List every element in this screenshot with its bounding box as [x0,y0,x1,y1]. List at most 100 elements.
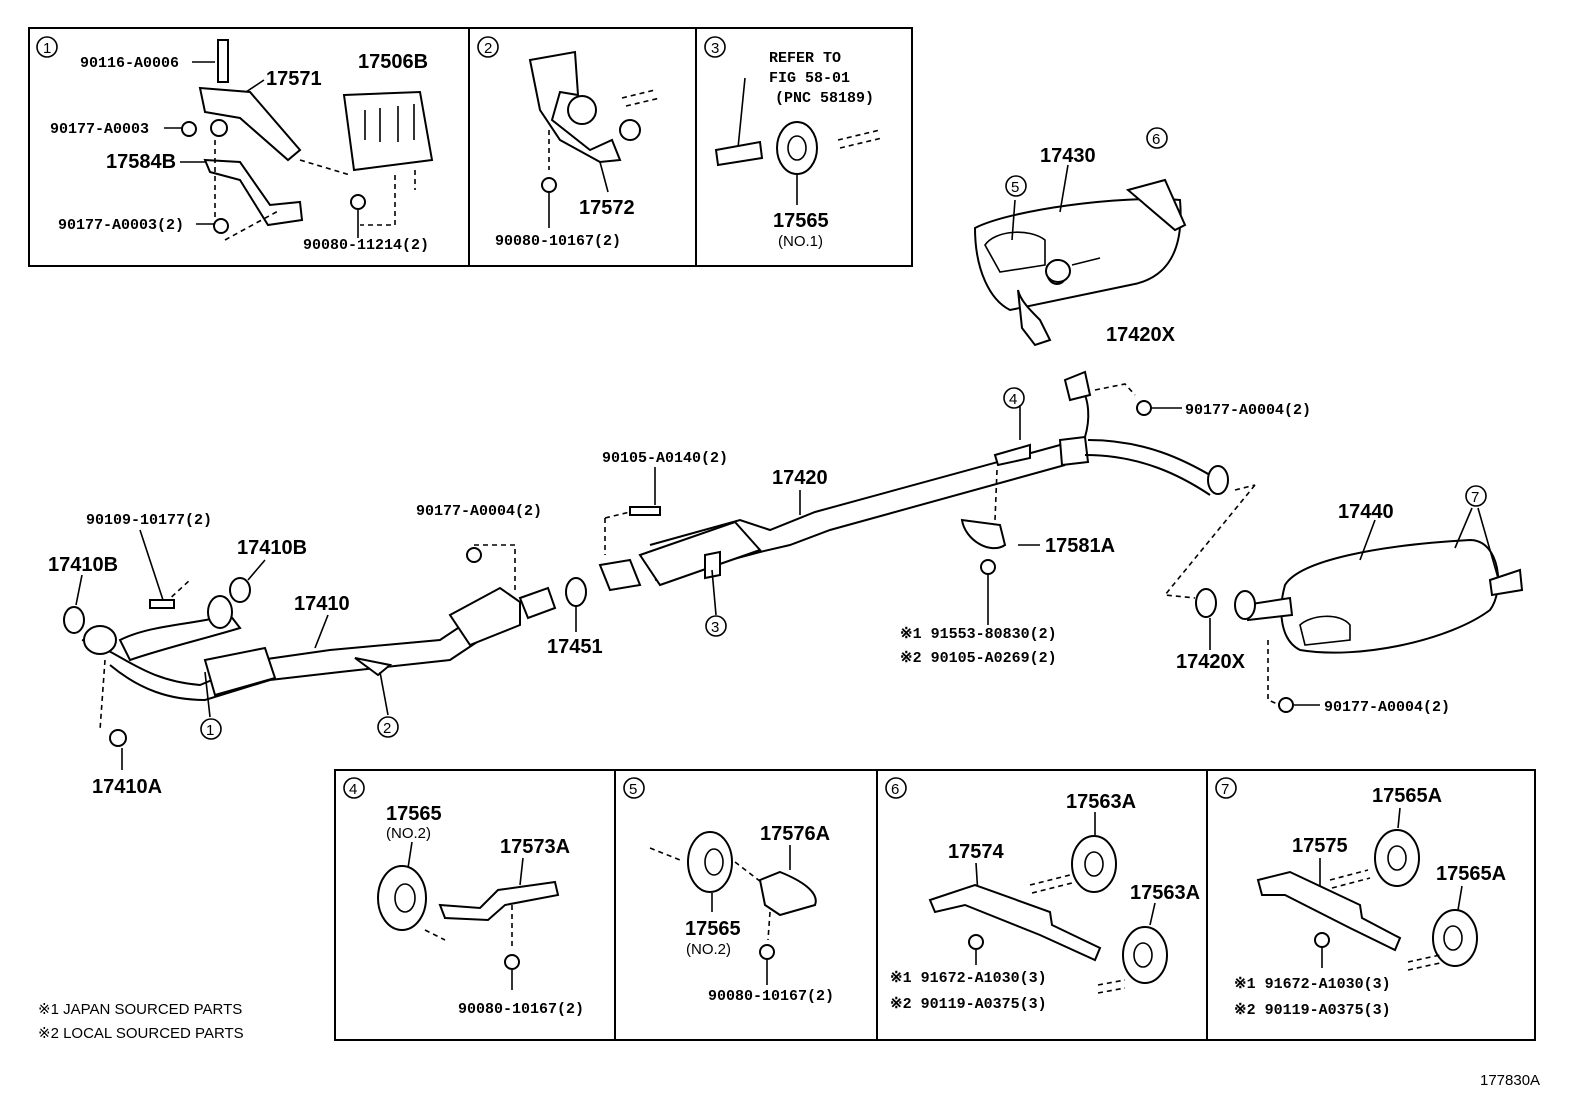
part-90105-a0140[interactable]: 90105-A0140(2) [602,450,728,467]
gasket-17410b-left-shape [63,606,85,634]
part-91672-a1030-i7[interactable]: ※1 91672-A1030(3) [1234,976,1391,993]
callout-number-7-main: 7 [1471,489,1479,506]
part-17420x-bottom[interactable]: 17420X [1176,651,1246,673]
hanger-rod-shape [714,140,764,167]
insulator-17565-no2-i5-shape [687,831,733,893]
refer-fig-text[interactable]: FIG 58-01 [769,70,850,87]
part-90080-11214[interactable]: 90080-11214(2) [303,237,429,254]
callout-circle-2-main [377,716,399,738]
part-17451[interactable]: 17451 [547,636,603,658]
callout-number-6-main: 6 [1152,131,1160,148]
part-17420[interactable]: 17420 [772,467,828,489]
insulator-17565-no1-shape [776,121,818,175]
stud-bolt-shape [217,39,229,83]
callout-number-1: 1 [43,40,51,57]
figure-id: 177830A [1480,1072,1540,1089]
part-17565a-top[interactable]: 17565A [1372,785,1442,807]
insulator-17565a-top-shape [1374,829,1420,887]
part-17575[interactable]: 17575 [1292,835,1348,857]
callout-circle-6-main [1146,127,1168,149]
inset-7-frame [1206,769,1536,1041]
callout-circle-3-main [705,615,727,637]
part-17565-no2-b-sub: (NO.2) [686,941,731,958]
part-90177-a0004-bottom[interactable]: 90177-A0004(2) [1324,699,1450,716]
part-90080-10167[interactable]: 90080-10167(2) [495,233,621,250]
part-17576a[interactable]: 17576A [760,823,830,845]
part-17565-no2-a-sub: (NO.2) [386,825,431,842]
heat-insulator-shape [342,90,434,172]
part-17565-no1[interactable]: 17565 [773,210,829,232]
callout-circle-4 [343,777,365,799]
part-91553-80830[interactable]: ※1 91553-80830(2) [900,626,1057,643]
part-90105-a0269[interactable]: ※2 90105-A0269(2) [900,650,1057,667]
part-90177-a0004-right[interactable]: 90177-A0004(2) [1185,402,1311,419]
part-17410b-right[interactable]: 17410B [237,537,307,559]
part-90080-10167-i4[interactable]: 90080-10167(2) [458,1001,584,1018]
insulator-17565-no2-shape [377,865,427,931]
part-17420x-top[interactable]: 17420X [1106,324,1176,346]
callout-circle-3 [704,36,726,58]
bracket-17576a-shape [758,870,817,917]
part-90177-a0003-2[interactable]: 90177-A0003(2) [58,217,184,234]
part-17410[interactable]: 17410 [294,593,350,615]
bolt-91553-shape [980,559,996,575]
part-17440[interactable]: 17440 [1338,501,1394,523]
part-90116-a0006[interactable]: 90116-A0006 [80,55,179,72]
part-17573a[interactable]: 17573A [500,836,570,858]
part-17506b[interactable]: 17506B [358,51,428,73]
bolt-90105-a0140-shape [629,506,661,516]
part-17563a-bottom[interactable]: 17563A [1130,882,1200,904]
bracket-17571-shape [198,86,302,162]
part-90119-a0375-i7[interactable]: ※2 90119-A0375(3) [1234,1002,1391,1019]
part-17572[interactable]: 17572 [579,197,635,219]
part-17584b[interactable]: 17584B [106,151,176,173]
part-91672-a1030-i6[interactable]: ※1 91672-A1030(3) [890,970,1047,987]
nut-17410a-shape [109,729,127,747]
rear-flange-top-shape [1063,370,1092,402]
hanger-17410-shape [354,657,393,677]
inset-7: 7 17565A 17575 17565A ※1 91672-A1030(3) … [1206,769,1536,1041]
callout-number-4: 4 [349,781,357,798]
gasket-17420x-top-shape [1045,259,1071,283]
insulator-17565a-bottom-shape [1432,909,1478,967]
part-17571[interactable]: 17571 [266,68,322,90]
part-17563a-top[interactable]: 17563A [1066,791,1136,813]
part-90177-a0004-mid[interactable]: 90177-A0004(2) [416,503,542,520]
center-pipe-top [649,444,1061,546]
callout-circle-6 [885,777,907,799]
note-japan-sourced: ※1 JAPAN SOURCED PARTS [38,1001,242,1018]
part-90080-10167-i5[interactable]: 90080-10167(2) [708,988,834,1005]
part-90177-a0003[interactable]: 90177-A0003 [50,121,149,138]
muffler-17430-shape [973,198,1182,312]
gasket-17410b-right-shape [229,577,251,603]
bolt-90080-11214-shape [350,194,366,210]
part-17430[interactable]: 17430 [1040,145,1096,167]
part-17410b-left[interactable]: 17410B [48,554,118,576]
y-joint-shape [1058,435,1090,467]
main-assembly: 6 5 4 3 1 2 7 17430 17420X 90177-A0004(2… [48,127,1524,798]
inset-3: 3 REFER TO FIG 58-01 (PNC 58189) 17565 (… [695,27,913,267]
note-local-sourced: ※2 LOCAL SOURCED PARTS [38,1025,244,1042]
inset-3-frame [695,27,913,267]
part-90119-a0375-i6[interactable]: ※2 90119-A0375(3) [890,996,1047,1013]
part-90109-10177[interactable]: 90109-10177(2) [86,512,212,529]
front-catalyst-2-shape [448,586,521,647]
callout-number-6: 6 [891,781,899,798]
part-17410a[interactable]: 17410A [92,776,162,798]
bracket-17574-shape [928,883,1102,962]
part-17581a[interactable]: 17581A [1045,535,1115,557]
inset-6: 6 17563A 17574 17563A ※1 91672-A1030(3) … [876,769,1208,1041]
callout-circle-7 [1215,777,1237,799]
front-flange-shape [518,586,557,620]
part-17574[interactable]: 17574 [948,841,1004,863]
bolt-90109-shape [149,599,175,609]
callout-number-2-main: 2 [383,720,391,737]
nut-90177-mid-shape [466,547,482,563]
part-17565-no2-b[interactable]: 17565 [685,918,741,940]
nut-90177-bottom-shape [1278,697,1294,713]
inset-4: 4 17565 (NO.2) 17573A 90080-10167(2) [334,769,616,1041]
part-17565-no2-a[interactable]: 17565 [386,803,442,825]
part-17565a-bottom[interactable]: 17565A [1436,863,1506,885]
callout-number-4-main: 4 [1009,391,1017,408]
